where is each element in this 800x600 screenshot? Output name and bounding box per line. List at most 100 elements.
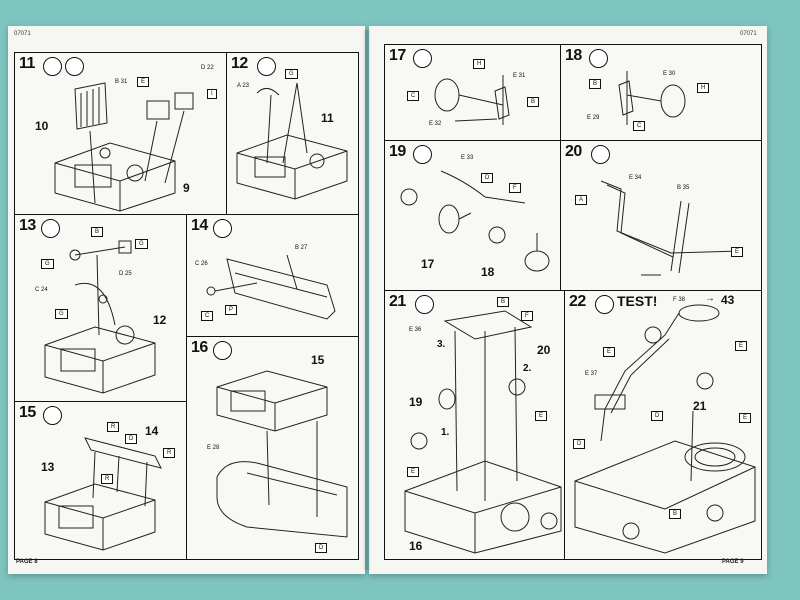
glue-icon: [213, 341, 232, 360]
tag-r: R: [101, 474, 114, 484]
tag-r: R: [163, 448, 176, 458]
glue-icon: [41, 219, 60, 238]
step-20-drawing: [600, 180, 742, 276]
glue-icon: [257, 57, 276, 76]
panel-step-15: 15 14 13 R D R R: [14, 401, 188, 560]
page-spine: [362, 30, 372, 570]
tag-b: B: [527, 97, 540, 107]
tag-e28: E 28: [207, 445, 220, 451]
tag-g: G: [135, 239, 148, 249]
step-17-drawing: [434, 75, 510, 125]
step-16-drawing: [216, 370, 348, 538]
panel-step-16: 16 15 E 28 D: [186, 336, 359, 560]
callout-part-11: 11: [321, 111, 334, 125]
panel-step-11: 11 10 9 B 31 E D 22 I: [14, 52, 228, 216]
tag-e: E: [407, 467, 420, 477]
callout-step-1: 1.: [441, 427, 450, 438]
callout-part-10: 10: [35, 119, 49, 133]
step-number-15: 15: [19, 404, 36, 421]
step-number-12: 12: [231, 55, 248, 72]
panel-step-21: 21 3. 20 2. 19 1. 16 B E 36 F E E: [384, 290, 566, 560]
step-13-drawing: [44, 240, 156, 394]
glue-icon: [595, 295, 614, 314]
tag-g: G: [41, 259, 54, 269]
step-number-16: 16: [191, 339, 208, 356]
step-18-drawing: [618, 71, 686, 125]
tag-b27: B 27: [295, 245, 308, 251]
glue-icon: [413, 49, 432, 68]
tag-e33: E 33: [461, 155, 474, 161]
glue-icon: [591, 145, 610, 164]
step-number-19: 19: [389, 143, 406, 160]
tag-d: D: [481, 173, 494, 183]
callout-part-20: 20: [537, 343, 551, 357]
doc-code-left: 07071: [14, 31, 31, 37]
step-22-drawing: [574, 304, 756, 554]
tag-e32: E 32: [429, 121, 442, 127]
callout-part-15: 15: [311, 353, 325, 367]
tag-e: E: [731, 247, 744, 257]
tag-i: I: [207, 89, 217, 99]
tag-e31: E 31: [513, 73, 526, 79]
step-14-drawing: [206, 254, 336, 320]
page-number-right: PAGE 9: [722, 559, 744, 565]
tag-e: E: [739, 413, 752, 423]
tag-f: F: [509, 183, 521, 193]
callout-part-19: 19: [409, 395, 423, 409]
callout-part-9: 9: [183, 181, 190, 195]
callout-part-12: 12: [153, 313, 167, 327]
tag-e: E: [535, 411, 548, 421]
panel-step-19: 19 17 18 E 33 D F: [384, 140, 562, 292]
tag-d: D: [651, 411, 664, 421]
test-fit-label: TEST!: [617, 293, 658, 309]
callout-part-14: 14: [145, 424, 159, 438]
callout-step-3: 3.: [437, 339, 446, 350]
tag-h: H: [473, 59, 486, 69]
panel-step-17: 17 H C E 31 B E 32: [384, 44, 562, 142]
glue-icon: [43, 57, 62, 76]
panel-step-12: 12 11 A 23 G: [226, 52, 359, 216]
tag-b31: B 31: [115, 79, 128, 85]
step-12-drawing: [236, 82, 348, 200]
tag-f: F: [521, 311, 533, 321]
arrow-right-icon: →: [705, 293, 715, 304]
glue-icon: [589, 49, 608, 68]
tag-e34: E 34: [629, 175, 642, 181]
step-19-drawing: [400, 170, 550, 272]
tag-c24: C 24: [35, 287, 48, 293]
tag-h: H: [697, 83, 710, 93]
step-number-11: 11: [19, 55, 35, 72]
step-number-14: 14: [191, 217, 208, 234]
callout-part-16: 16: [409, 539, 423, 553]
glue-icon: [415, 295, 434, 314]
tag-p: P: [225, 305, 238, 315]
step-number-20: 20: [565, 143, 582, 160]
callout-part-17: 17: [421, 257, 435, 271]
callout-step-2: 2.: [523, 363, 532, 374]
tag-b: B: [91, 227, 104, 237]
panel-step-14: 14 C 26 B 27 C P: [186, 214, 359, 338]
tag-b: B: [589, 79, 602, 89]
tag-c: C: [201, 311, 214, 321]
tag-e29: E 29: [587, 115, 600, 121]
tag-e36: E 36: [409, 327, 422, 333]
step-11-drawing: [54, 82, 194, 212]
step-number-18: 18: [565, 47, 582, 64]
tag-f38: F 38: [673, 297, 686, 303]
tag-d22: D 22: [201, 65, 214, 71]
no-glue-icon: [413, 145, 432, 164]
tag-d: D: [315, 543, 328, 553]
glue-icon: [213, 219, 232, 238]
tag-e30: E 30: [663, 71, 676, 77]
tag-c: C: [633, 121, 646, 131]
tag-c: C: [407, 91, 420, 101]
tag-a: A: [575, 195, 588, 205]
doc-code-right: 07071: [740, 31, 757, 37]
panel-step-18: 18 B E 30 H E 29 C: [560, 44, 762, 142]
step-number-22: 22: [569, 293, 586, 310]
tag-c26: C 26: [195, 261, 208, 267]
tag-b: B: [497, 297, 510, 307]
page-number-left: PAGE 8: [16, 559, 38, 565]
tag-d: D: [125, 434, 138, 444]
step-21-drawing: [404, 310, 562, 554]
